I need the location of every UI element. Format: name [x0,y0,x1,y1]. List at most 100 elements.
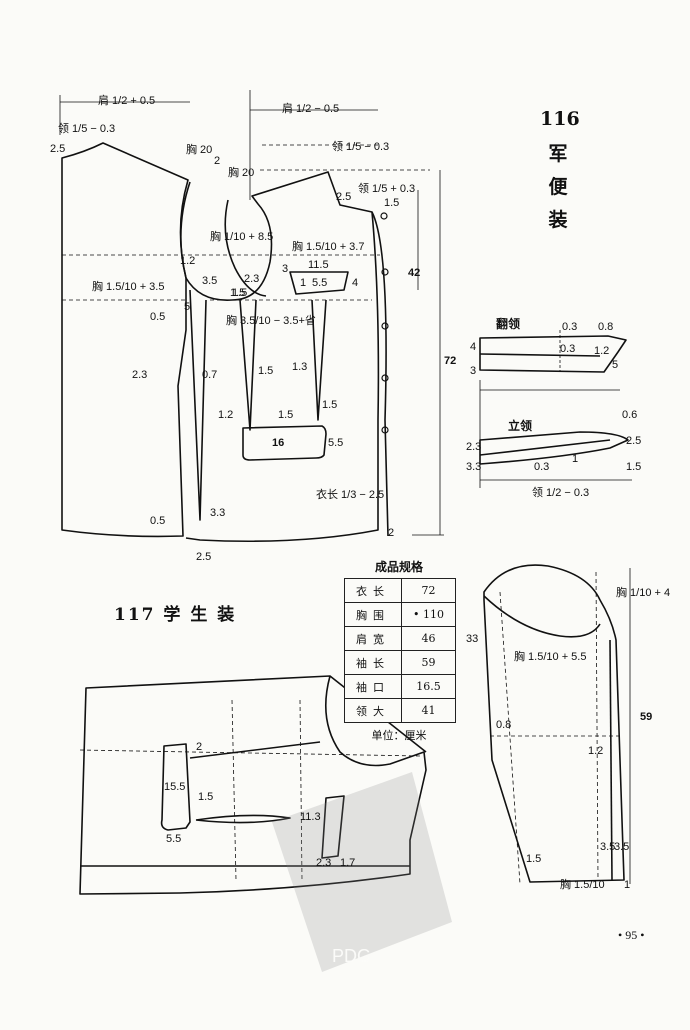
spec-key: 袖口 [344,674,402,699]
back-neck-label: 领 1/5 − 0.3 [332,141,390,153]
front-two: 2 [214,155,221,167]
figure-116-title: 116 军 便 装 [540,108,580,237]
front-armhole: 胸 1/10 + 8.5 [210,231,274,243]
back-p1: 1 [300,277,307,289]
front-v05b: 0.5 [150,515,166,527]
back-d13: 1.3 [292,361,308,373]
figure-116-number: 116 [540,108,580,130]
sleeve-s35a: 3.5 [600,841,616,853]
front-v35: 3.5 [202,275,218,287]
back-pocket-h: 5.5 [328,437,344,449]
sleeve-s15: 1.5 [526,853,542,865]
watermark-text: PDG [332,946,371,966]
back-neck-ease: 2.5 [336,191,352,203]
back-pocket16: 16 [272,437,285,449]
title-char-3: 装 [548,209,568,231]
spec-row: 胸围• 110 [344,602,456,627]
back-two: 2 [388,527,395,539]
front-v05: 0.5 [150,311,166,323]
back-chest20: 胸 20 [228,167,255,179]
back-hem: 衣长 1/3 − 2.5 [316,489,385,501]
collar-l1: 1 [572,453,579,465]
f117-v113: 11.3 [300,811,321,823]
spec-unit: 单位：厘米 [371,729,427,742]
front-neck-ease: 2.5 [50,143,66,155]
f117-v15: 1.5 [198,791,214,803]
collar-fanling: 翻领 [496,317,521,331]
back-len42: 42 [408,267,421,279]
collar-f06: 0.6 [622,409,638,421]
front-v33: 3.3 [210,507,226,519]
spec-value: 41 [401,698,456,723]
collar-lneck: 领 1/2 − 0.3 [532,487,590,499]
sleeve-s12: 1.2 [588,745,604,757]
sleeve-s1: 1 [624,879,631,891]
front-v5: 5 [184,301,191,313]
front-v23: 2.3 [132,369,148,381]
collar-f03b: 0.3 [560,343,576,355]
figure-117-title: 117 学 生 装 [114,605,237,625]
sleeve-chest: 胸 1/10 + 4 [616,587,671,599]
back-neck-drop: 1.5 [384,197,400,209]
sleeve-s08: 0.8 [496,719,512,731]
collar-f08: 0.8 [598,321,614,333]
spec-value: 46 [401,626,456,651]
collar-f3: 3 [470,365,477,377]
spec-value: 72 [401,578,456,603]
f117-v17: 1.7 [340,857,356,869]
back-p55: 5.5 [312,277,328,289]
page-number: • 95 • [618,928,645,942]
sleeve-cuff: 胸 1.5/10 [560,879,605,891]
back-p3: 3 [282,263,289,275]
collar-l25: 2.5 [626,435,642,447]
back-p4: 4 [352,277,359,289]
front-neck-label: 领 1/5 − 0.3 [58,123,116,135]
spec-key: 袖长 [344,650,402,675]
spec-caption: 成品规格 [374,560,423,574]
back-d15a: 1.5 [258,365,274,377]
collar-f12: 1.2 [594,345,610,357]
front-v15: 1.5 [230,287,246,299]
back-shoulder-label: 肩 1/2 − 0.5 [282,103,340,115]
f117-v23: 2.3 [316,857,332,869]
collar-l33: 3.3 [466,461,482,473]
front-v07: 0.7 [202,369,218,381]
spec-value: • 110 [401,602,456,627]
front-chest: 胸 1.5/10 + 3.5 [92,281,165,293]
spec-key: 胸围 [344,602,402,627]
collar-116 [479,330,632,488]
collar-l15: 1.5 [626,461,642,473]
spec-key: 肩宽 [344,626,402,651]
library-stamp: PDG [272,772,452,972]
sleeve-116 [483,564,631,885]
collar-f03: 0.3 [562,321,578,333]
front-v12: 1.2 [180,255,196,267]
spec-value: 16.5 [401,674,456,699]
back-dart: 胸 3.5/10 − 3.5+省 [226,315,316,327]
front-shoulder-label: 肩 1/2 + 0.5 [98,95,156,107]
back-pocket-w: 11.5 [308,259,329,271]
sleeve-s59: 59 [640,711,653,723]
back-p15: 1.5 [232,287,248,299]
f117-v155: 15.5 [164,781,186,793]
back-neck2-label: 领 1/5 + 0.3 [358,183,416,195]
collar-l23: 2.3 [466,441,482,453]
back-p23: 2.3 [244,273,260,285]
sleeve-armhole: 胸 1.5/10 + 5.5 [514,651,587,663]
front-v25: 2.5 [196,551,212,563]
collar-f4: 4 [470,341,477,353]
back-d15b: 1.5 [322,399,338,411]
f117-v2: 2 [196,741,203,753]
front-chest20: 胸 20 [186,144,213,156]
sleeve-s35b: 3.5 [614,841,630,853]
back-d12: 1.2 [218,409,234,421]
spec-key: 领大 [344,698,402,723]
bodice-116 [61,142,389,543]
collar-l03: 0.3 [534,461,550,473]
